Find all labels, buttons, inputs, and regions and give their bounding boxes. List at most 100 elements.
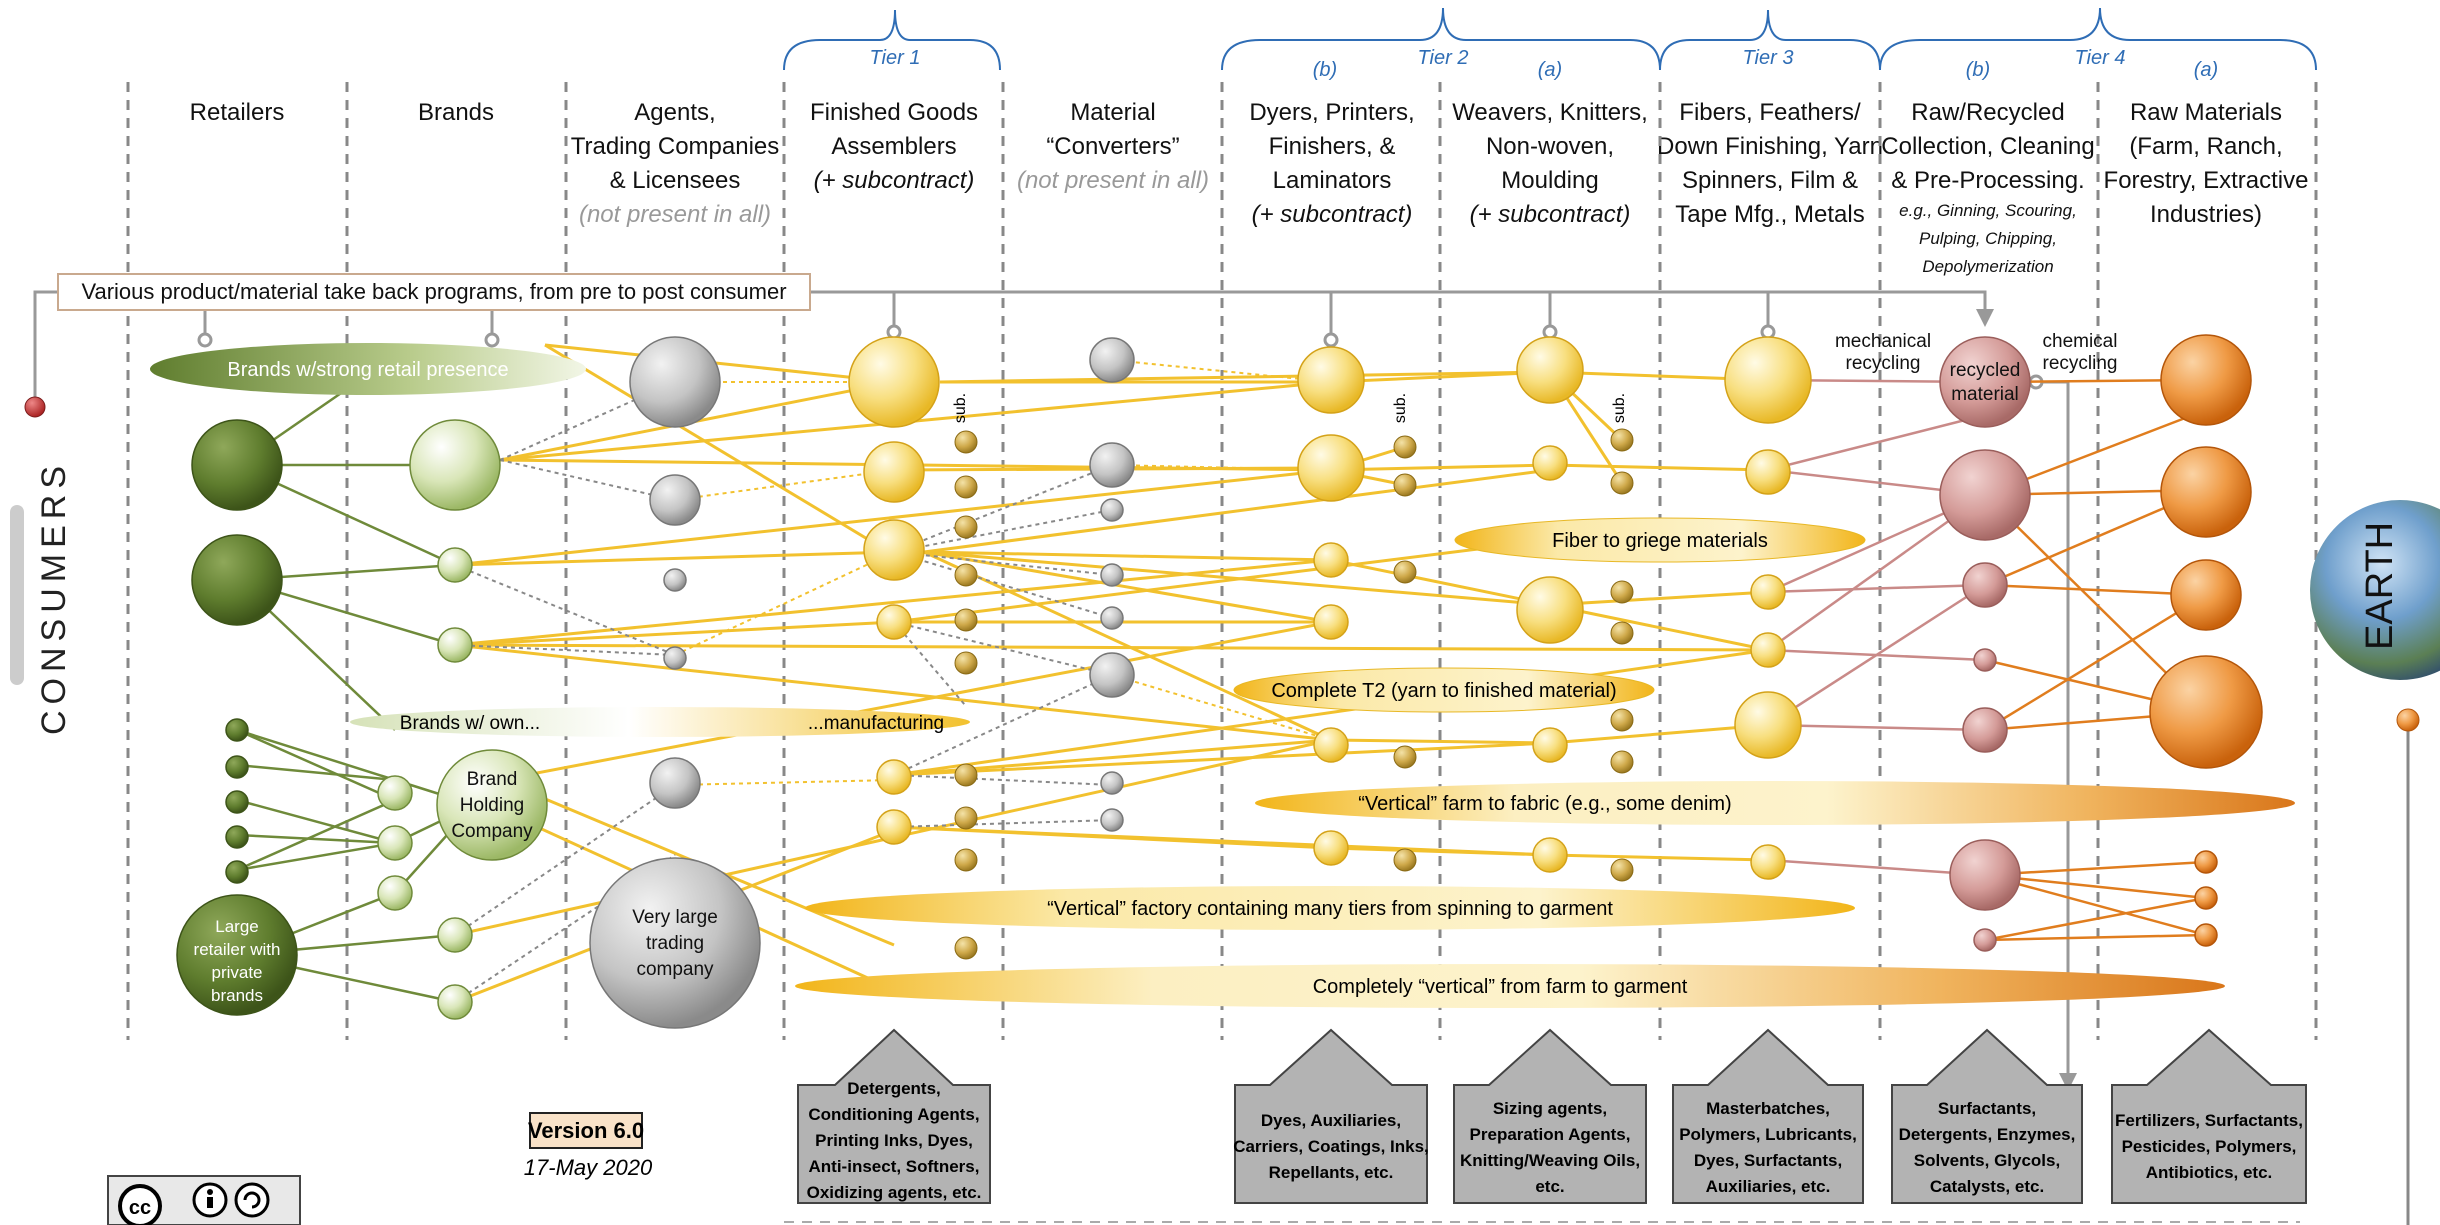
col-raw-recycled-l0: Raw/Recycled — [1911, 99, 2064, 126]
brand-holding-label: Brand Holding Company — [451, 769, 533, 842]
svg-text:Conditioning Agents,: Conditioning Agents, — [808, 1105, 979, 1124]
svg-text:Polymers, Lubricants,: Polymers, Lubricants, — [1679, 1125, 1857, 1144]
svg-text:Dyes, Surfactants,: Dyes, Surfactants, — [1694, 1151, 1842, 1170]
tier-4-sub-a: (a) — [2194, 59, 2218, 81]
large-retailer-label: Large retailer with private brands — [194, 917, 281, 1005]
col-agents-l0: Agents, — [634, 99, 715, 126]
col-weavers-l1: Non-woven, — [1486, 133, 1614, 160]
svg-text:Brands w/strong retail presenc: Brands w/strong retail presence — [227, 359, 508, 381]
col-assemblers-l0: Finished Goods — [810, 99, 978, 126]
svg-text:Oxidizing agents, etc.: Oxidizing agents, etc. — [807, 1183, 982, 1202]
svg-text:Surfactants,: Surfactants, — [1938, 1099, 2036, 1118]
tier1-subcontract-nodes — [954, 430, 978, 960]
vertical-farm-fabric-label: “Vertical” farm to fabric (e.g., some de… — [1358, 793, 1731, 815]
band-fiber-griege: Fiber to griege materials — [1454, 517, 1866, 563]
earth: EARTH — [2310, 500, 2440, 1225]
tier1-nodes — [848, 336, 940, 845]
column-headers: Retailers Brands Agents, Trading Compani… — [190, 99, 2309, 276]
chem-input-tier1: Detergents, Conditioning Agents, Printin… — [797, 1028, 991, 1204]
svg-text:recycling: recycling — [2043, 353, 2118, 374]
band-completely-vertical: Completely “vertical” from farm to garme… — [795, 964, 2225, 1008]
col-weavers-l0: Weavers, Knitters, — [1452, 99, 1648, 126]
col-dyers-italic: (+ subcontract) — [1252, 201, 1413, 228]
col-assemblers-l1: Assemblers — [831, 133, 956, 160]
brands-retail-label-b: w/strong retail presence — [295, 359, 508, 381]
tier2b-subcontract-nodes — [1393, 435, 1417, 872]
complete-t2-label: Complete T2 (yarn to finished material) — [1271, 680, 1616, 702]
vertical-factory-label: “Vertical” factory containing many tiers… — [1047, 898, 1613, 920]
svg-text:Fertilizers, Surfactants,: Fertilizers, Surfactants, — [2115, 1111, 2303, 1130]
tier4b-nodes — [1939, 336, 2031, 952]
svg-text:Catalysts, etc.: Catalysts, etc. — [1930, 1177, 2044, 1196]
svg-text:Dyes, Auxiliaries,: Dyes, Auxiliaries, — [1261, 1111, 1401, 1130]
col-converters-note: (not present in all) — [1017, 167, 1209, 194]
svg-text:private: private — [211, 963, 262, 982]
col-raw-recycled-small1: Pulping, Chipping, — [1919, 229, 2057, 248]
version-date: 17-May 2020 — [524, 1155, 653, 1180]
consumers-label: CONSUMERS — [35, 460, 73, 735]
brands-retail-label-a: Brands — [227, 359, 296, 381]
svg-text:Anti-insect, Softners,: Anti-insect, Softners, — [809, 1157, 980, 1176]
col-dyers-l1: Finishers, & — [1269, 133, 1396, 160]
svg-text:Auxiliaries, etc.: Auxiliaries, etc. — [1706, 1177, 1831, 1196]
svg-text:recycled: recycled — [1950, 360, 2021, 381]
svg-text:Detergents,: Detergents, — [847, 1079, 941, 1098]
svg-text:chemical: chemical — [2043, 331, 2118, 352]
tier-4-sub-b: (b) — [1966, 59, 1990, 81]
svg-text:cc: cc — [129, 1197, 151, 1219]
earth-dot — [2396, 708, 2420, 732]
completely-vertical-label: Completely “vertical” from farm to garme… — [1313, 976, 1688, 998]
svg-text:etc.: etc. — [1535, 1177, 1564, 1196]
tier-2-sub-b: (b) — [1313, 59, 1337, 81]
svg-text:Very large: Very large — [632, 907, 718, 928]
svg-text:Company: Company — [451, 821, 533, 842]
chem-input-tier2a: Sizing agents, Preparation Agents, Knitt… — [1453, 1028, 1647, 1204]
col-fibers-l3: Tape Mfg., Metals — [1675, 201, 1864, 228]
band-vertical-farm-fabric: “Vertical” farm to fabric (e.g., some de… — [1255, 781, 2295, 825]
col-weavers-l2: Moulding — [1501, 167, 1598, 194]
col-dyers-l2: Laminators — [1273, 167, 1392, 194]
svg-text:Antibiotics, etc.: Antibiotics, etc. — [2146, 1163, 2273, 1182]
tier-1-label: Tier 1 — [870, 47, 921, 69]
tier2a-sub-label: sub. — [1611, 393, 1628, 423]
version-label: Version 6.0 — [528, 1118, 644, 1143]
col-converters-l1: “Converters” — [1046, 133, 1179, 160]
col-raw-materials-l1: (Farm, Ranch, — [2129, 133, 2282, 160]
tier2b-sub-label: sub. — [1392, 393, 1409, 423]
creative-commons-icon: cc — [107, 1175, 301, 1225]
col-weavers-italic: (+ subcontract) — [1470, 201, 1631, 228]
col-fibers-l0: Fibers, Feathers/ — [1679, 99, 1861, 126]
svg-text:Preparation Agents,: Preparation Agents, — [1470, 1125, 1631, 1144]
col-fibers-l2: Spinners, Film & — [1682, 167, 1858, 194]
very-large-trading-label: Very large trading company — [632, 907, 718, 980]
svg-text:Knitting/Weaving Oils,: Knitting/Weaving Oils, — [1460, 1151, 1640, 1170]
tier-3-label: Tier 3 — [1743, 47, 1794, 69]
svg-text:Brand: Brand — [467, 769, 518, 790]
col-fibers-l1: Down Finishing, Yarn — [1657, 133, 1883, 160]
takeback-hooks — [197, 324, 2044, 390]
converter-nodes — [1089, 337, 1135, 832]
tier-4-label: Tier 4 — [2075, 47, 2126, 69]
column-dividers — [126, 82, 2318, 1040]
col-raw-materials-l3: Industries) — [2150, 201, 2262, 228]
col-raw-recycled-l2: & Pre-Processing. — [1891, 167, 2084, 194]
tier2b-nodes — [1297, 346, 1365, 866]
svg-text:Masterbatches,: Masterbatches, — [1706, 1099, 1830, 1118]
tier2a-nodes — [1516, 336, 1584, 873]
col-retailers-l0: Retailers — [190, 99, 285, 126]
chemical-recycling-label: chemical recycling — [2043, 331, 2118, 374]
svg-text:recycling: recycling — [1846, 353, 1921, 374]
svg-text:Holding: Holding — [460, 795, 524, 816]
tier3-nodes — [1724, 336, 1812, 880]
retailer-nodes — [176, 419, 298, 1016]
tier-labels: Tier 1 Tier 2 (b) (a) Tier 3 Tier 4 (b) … — [870, 47, 2219, 81]
fiber-griege-label: Fiber to griege materials — [1552, 530, 1768, 552]
version-stamp: Version 6.0 17-May 2020 — [524, 1112, 653, 1180]
col-raw-recycled-l1: Collection, Cleaning — [1881, 133, 2094, 160]
svg-text:Repellants, etc.: Repellants, etc. — [1269, 1163, 1394, 1182]
connections-yellow — [454, 343, 1769, 1004]
earth-label: EARTH — [2359, 522, 2401, 650]
consumer-dot — [24, 396, 46, 418]
chem-input-tier4b: Surfactants, Detergents, Enzymes, Solven… — [1891, 1028, 2083, 1204]
svg-text:retailer with: retailer with — [194, 940, 281, 959]
